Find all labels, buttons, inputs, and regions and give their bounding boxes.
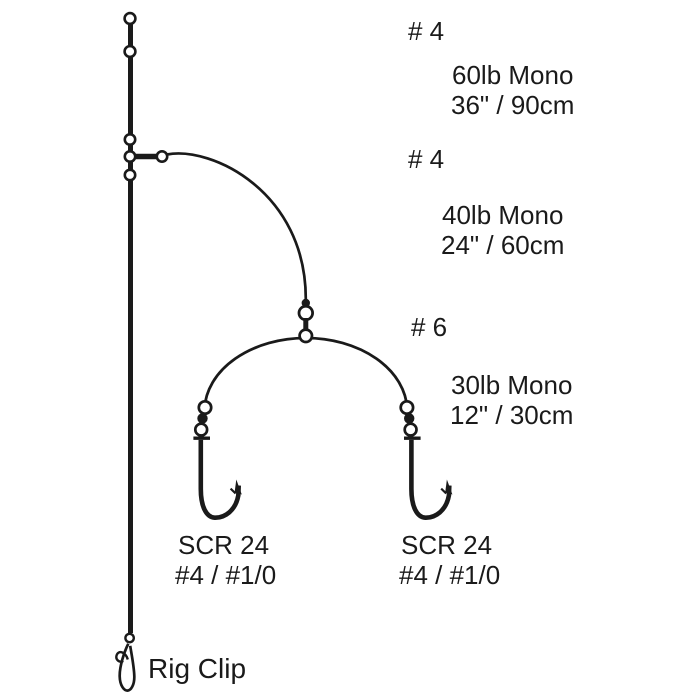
right-hook-sizes-label: #4 / #1/0 bbox=[399, 560, 500, 590]
bottom-swivel-size-label: # 6 bbox=[411, 312, 447, 342]
rig-clip-shape bbox=[115, 632, 136, 692]
top-swivel bbox=[123, 11, 137, 59]
top-line-label: 60lb Mono bbox=[452, 60, 573, 90]
top-swivel-size-label: # 4 bbox=[408, 16, 444, 46]
left-hook-model-label: SCR 24 bbox=[178, 530, 269, 560]
left-hook-sizes-label: #4 / #1/0 bbox=[175, 560, 276, 590]
snood-junction-swivel bbox=[123, 133, 169, 182]
bottom-line-label: 30lb Mono bbox=[451, 370, 572, 400]
dropper-line bbox=[166, 152, 308, 300]
top-length-label: 36" / 90cm bbox=[451, 90, 574, 120]
left-hook bbox=[193, 436, 242, 520]
middle-length-label: 24" / 60cm bbox=[441, 230, 564, 260]
left-bead-stack bbox=[193, 399, 213, 437]
rig-clip-label: Rig Clip bbox=[148, 653, 246, 684]
arc-center-swivel-eye bbox=[298, 328, 314, 344]
middle-line-label: 40lb Mono bbox=[442, 200, 563, 230]
bottom-length-label: 12" / 30cm bbox=[450, 400, 573, 430]
middle-swivel-size-label: # 4 bbox=[408, 144, 444, 174]
right-hook-model-label: SCR 24 bbox=[401, 530, 492, 560]
middle-swivel bbox=[297, 298, 315, 333]
right-bead-stack bbox=[399, 399, 418, 437]
right-hook bbox=[404, 438, 452, 518]
hook-snood-arc bbox=[203, 336, 409, 410]
